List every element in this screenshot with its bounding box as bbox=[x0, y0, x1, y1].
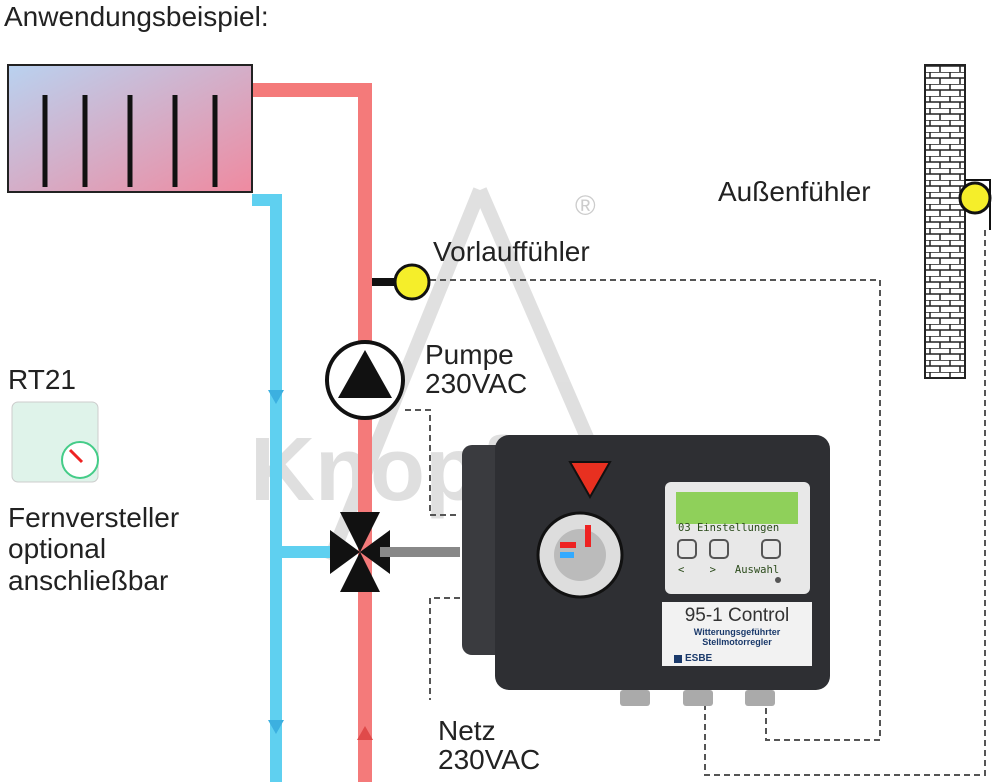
controller-desc1: Witterungsgeführter bbox=[693, 627, 781, 637]
mixing-valve-icon bbox=[330, 512, 390, 592]
page-title: Anwendungsbeispiel: bbox=[4, 1, 269, 32]
mains-label-line2: 230VAC bbox=[438, 744, 541, 776]
pump-label-line2: 230VAC bbox=[425, 368, 528, 400]
mains-label-line1: Netz bbox=[438, 715, 496, 746]
controller-desc2: Stellmotorregler bbox=[702, 637, 772, 647]
remote-line1: Fernversteller bbox=[8, 502, 180, 533]
flow-sensor-icon bbox=[393, 263, 431, 301]
controller-display: 03 Einstellungen < > Auswahl bbox=[678, 493, 798, 591]
wall bbox=[924, 64, 966, 379]
brand-logo: ESBE bbox=[685, 653, 713, 664]
remote-line2: optional bbox=[8, 533, 107, 565]
controller-label: 95-1 Control Witterungsgeführter Stellmo… bbox=[662, 605, 812, 647]
controller-model: 95-1 Control bbox=[684, 605, 790, 626]
outdoor-sensor-label: Außenfühler bbox=[718, 176, 871, 207]
pump-label-line1: Pumpe bbox=[425, 339, 514, 370]
remote-line3: anschließbar bbox=[8, 564, 169, 596]
flow-sensor-label: Vorlauffühler bbox=[433, 236, 590, 267]
remote-model-label: RT21 bbox=[8, 364, 76, 395]
display-line2: < > Auswahl bbox=[678, 564, 780, 576]
controller-device bbox=[462, 435, 830, 706]
display-line1: 03 Einstellungen bbox=[678, 522, 780, 534]
outdoor-sensor-icon bbox=[958, 181, 992, 215]
registered-mark: ® bbox=[575, 190, 596, 221]
return-pipe bbox=[252, 194, 335, 782]
